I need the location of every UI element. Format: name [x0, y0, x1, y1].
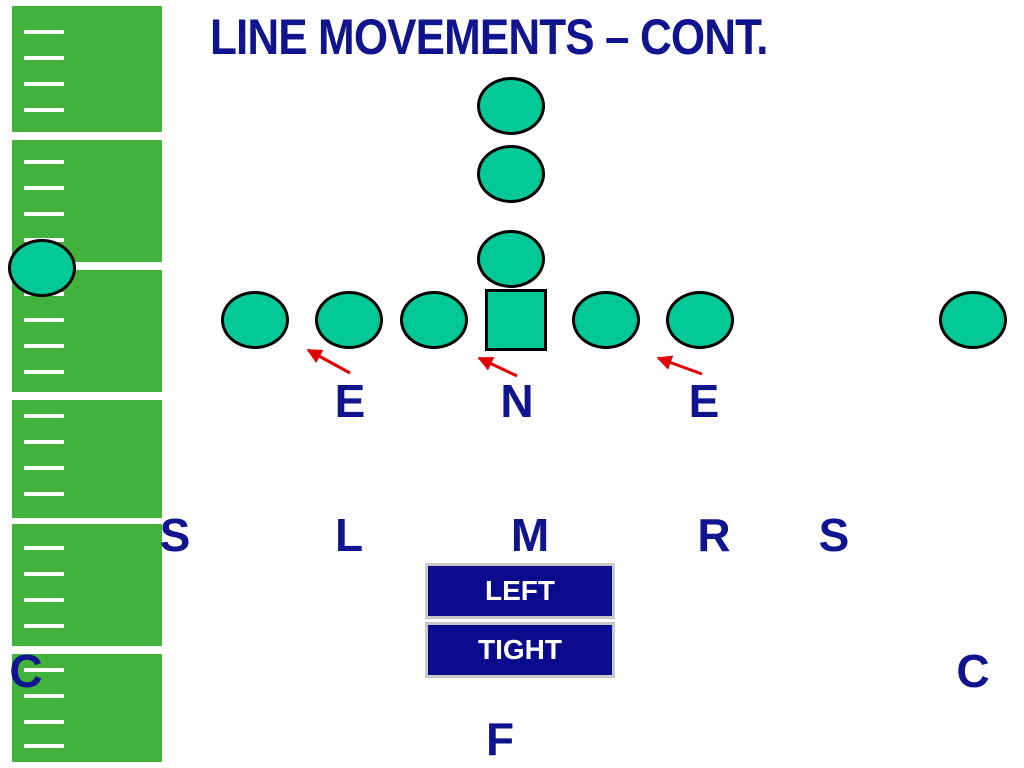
- yard-tick: [24, 546, 64, 550]
- slide-title: LINE MOVEMENTS – CONT.: [210, 9, 768, 65]
- defender-left-end: E: [334, 375, 366, 427]
- yard-tick: [24, 160, 64, 164]
- yard-tick: [24, 344, 64, 348]
- movement-arrow: [477, 356, 518, 378]
- field-strip: [12, 400, 162, 518]
- yard-tick: [24, 318, 64, 322]
- yard-tick: [24, 668, 64, 672]
- yard-tick: [24, 492, 64, 496]
- movement-arrow: [656, 355, 703, 376]
- yard-tick: [24, 56, 64, 60]
- offense-player-right-guard: [572, 291, 640, 349]
- yard-tick: [24, 370, 64, 374]
- offense-player-right-tackle: [666, 291, 734, 349]
- movement-arrow: [306, 348, 351, 375]
- yard-tick: [24, 212, 64, 216]
- offense-player-left-tackle: [315, 291, 383, 349]
- offense-player-backfield-deep: [477, 77, 545, 135]
- defender-corner-right: C: [956, 645, 990, 697]
- yard-tick: [24, 624, 64, 628]
- yard-tick: [24, 744, 64, 748]
- defender-corner-left: C: [9, 645, 43, 697]
- defender-middle-linebacker: M: [510, 509, 550, 561]
- yard-tick: [24, 572, 64, 576]
- yard-tick: [24, 598, 64, 602]
- offense-player-split-left: [8, 239, 76, 297]
- offense-player-center: [485, 289, 547, 351]
- defender-right-end: E: [688, 375, 720, 427]
- yard-tick: [24, 414, 64, 418]
- yard-tick: [24, 440, 64, 444]
- yard-tick: [24, 186, 64, 190]
- defender-free-safety: F: [485, 713, 515, 765]
- defender-left-linebacker: L: [334, 509, 364, 561]
- defender-strong-safety-left: S: [159, 509, 191, 561]
- offense-player-left-guard: [400, 291, 468, 349]
- yard-tick: [24, 108, 64, 112]
- yard-tick: [24, 720, 64, 724]
- yard-tick: [24, 466, 64, 470]
- field-strip: [12, 6, 162, 132]
- yard-tick: [24, 30, 64, 34]
- yard-tick: [24, 694, 64, 698]
- offense-player-split-right: [939, 291, 1007, 349]
- offense-player-backfield-mid: [477, 145, 545, 203]
- call-box-left: LEFT: [425, 563, 615, 619]
- offense-player-quarterback: [477, 230, 545, 288]
- defender-right-linebacker: R: [697, 509, 731, 561]
- defender-nose: N: [500, 375, 534, 427]
- sideline-yard-markers: [0, 0, 170, 768]
- defender-strong-safety-right: S: [818, 509, 850, 561]
- offense-player-tight-end: [221, 291, 289, 349]
- call-box-tight: TIGHT: [425, 622, 615, 678]
- yard-tick: [24, 82, 64, 86]
